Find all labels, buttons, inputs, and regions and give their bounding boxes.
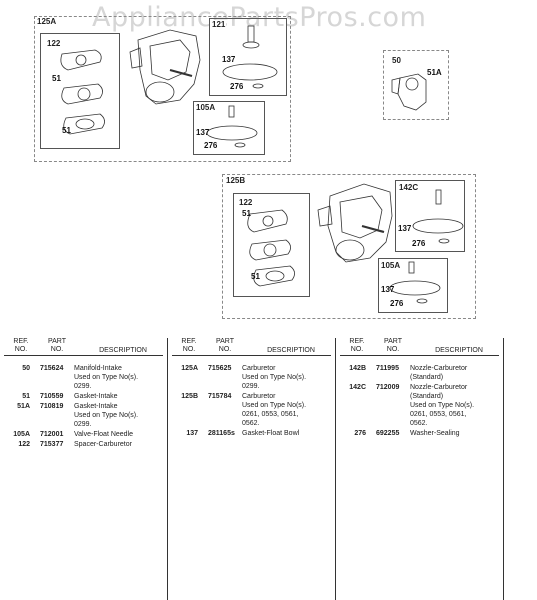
ref-no: 137 [186,430,198,437]
ref-no: 276 [354,430,366,437]
part-no: 281165s [208,430,235,437]
ref-no: 50 [22,365,30,372]
description: Gasket-Intake [74,393,118,400]
ref-no: 51 [22,393,30,400]
part-no: 711995 [376,365,399,372]
description: Nozzle-Carburetor(Standard)Used on Type … [410,384,475,427]
ref-no: 105A [13,431,30,438]
subgroup-142c [395,180,465,252]
part-label: 276 [390,299,404,308]
part-no: 710559 [40,393,64,400]
description: Gasket-Float Bowl [242,430,300,437]
subgroup-nozzle-label: 121 [211,20,227,29]
part-label: 137 [398,224,412,233]
part-no: 712001 [40,431,64,438]
header-description: DESCRIPTION [99,347,147,354]
part-label: 276 [412,239,426,248]
part-label: 51A [427,68,442,77]
subgroup-122-b [233,193,310,297]
subgroup-nozzle [209,18,287,96]
group-125a-label: 125A [36,17,58,26]
part-label: 276 [204,141,218,150]
watermark-text: AppliancePartsPros.com [92,2,427,33]
part-no: 715784 [208,393,232,400]
subgroup-105a-b-label: 105A [380,261,402,270]
part-no: 715377 [40,441,64,448]
part-no: 715624 [40,365,64,372]
header-ref-no: REF.NO. [13,338,29,353]
header-ref-no: REF.NO. [349,338,365,353]
part-no: 715625 [208,365,232,372]
group-50 [383,50,449,120]
description: Washer-Sealing [410,430,460,437]
table-header-rule [172,355,331,356]
column-divider [503,338,504,600]
subgroup-122-b-label: 122 [238,198,254,207]
description: Nozzle-Carburetor(Standard) [410,365,468,381]
description: Valve-Float Needle [74,431,134,438]
part-label: 276 [230,82,244,91]
subgroup-122 [40,33,120,149]
group-50-label: 50 [391,56,402,65]
part-label: 51 [62,126,71,135]
ref-no: 122 [18,441,30,448]
ref-no: 125A [181,365,198,372]
header-ref-no: REF.NO. [181,338,197,353]
part-label: 51 [251,272,260,281]
ref-no: 142C [349,384,366,391]
part-label: 137 [196,128,210,137]
column-divider [335,338,336,600]
group-125b [222,174,476,319]
parts-diagram [60,25,464,304]
description: Spacer-Carburetor [74,441,132,448]
part-no: 692255 [376,430,400,437]
group-125a [34,16,291,162]
part-label: 51 [242,209,251,218]
subgroup-142c-label: 142C [398,183,420,192]
header-description: DESCRIPTION [267,347,315,354]
column-divider [167,338,168,600]
ref-no: 51A [17,403,30,410]
header-description: DESCRIPTION [435,347,483,354]
part-label: 137 [381,285,395,294]
part-label: 137 [222,55,236,64]
part-label: 51 [52,74,61,83]
part-no: 712009 [376,384,400,391]
subgroup-105a [193,101,265,155]
ref-no: 125B [181,393,198,400]
table-header-rule [340,355,499,356]
subgroup-122-label: 122 [46,39,62,48]
ref-no: 142B [349,365,366,372]
part-no: 710819 [40,403,64,410]
subgroup-105a-b [378,258,448,313]
subgroup-105a-label: 105A [195,103,217,112]
group-125b-label: 125B [225,176,247,185]
table-header-rule [4,355,163,356]
